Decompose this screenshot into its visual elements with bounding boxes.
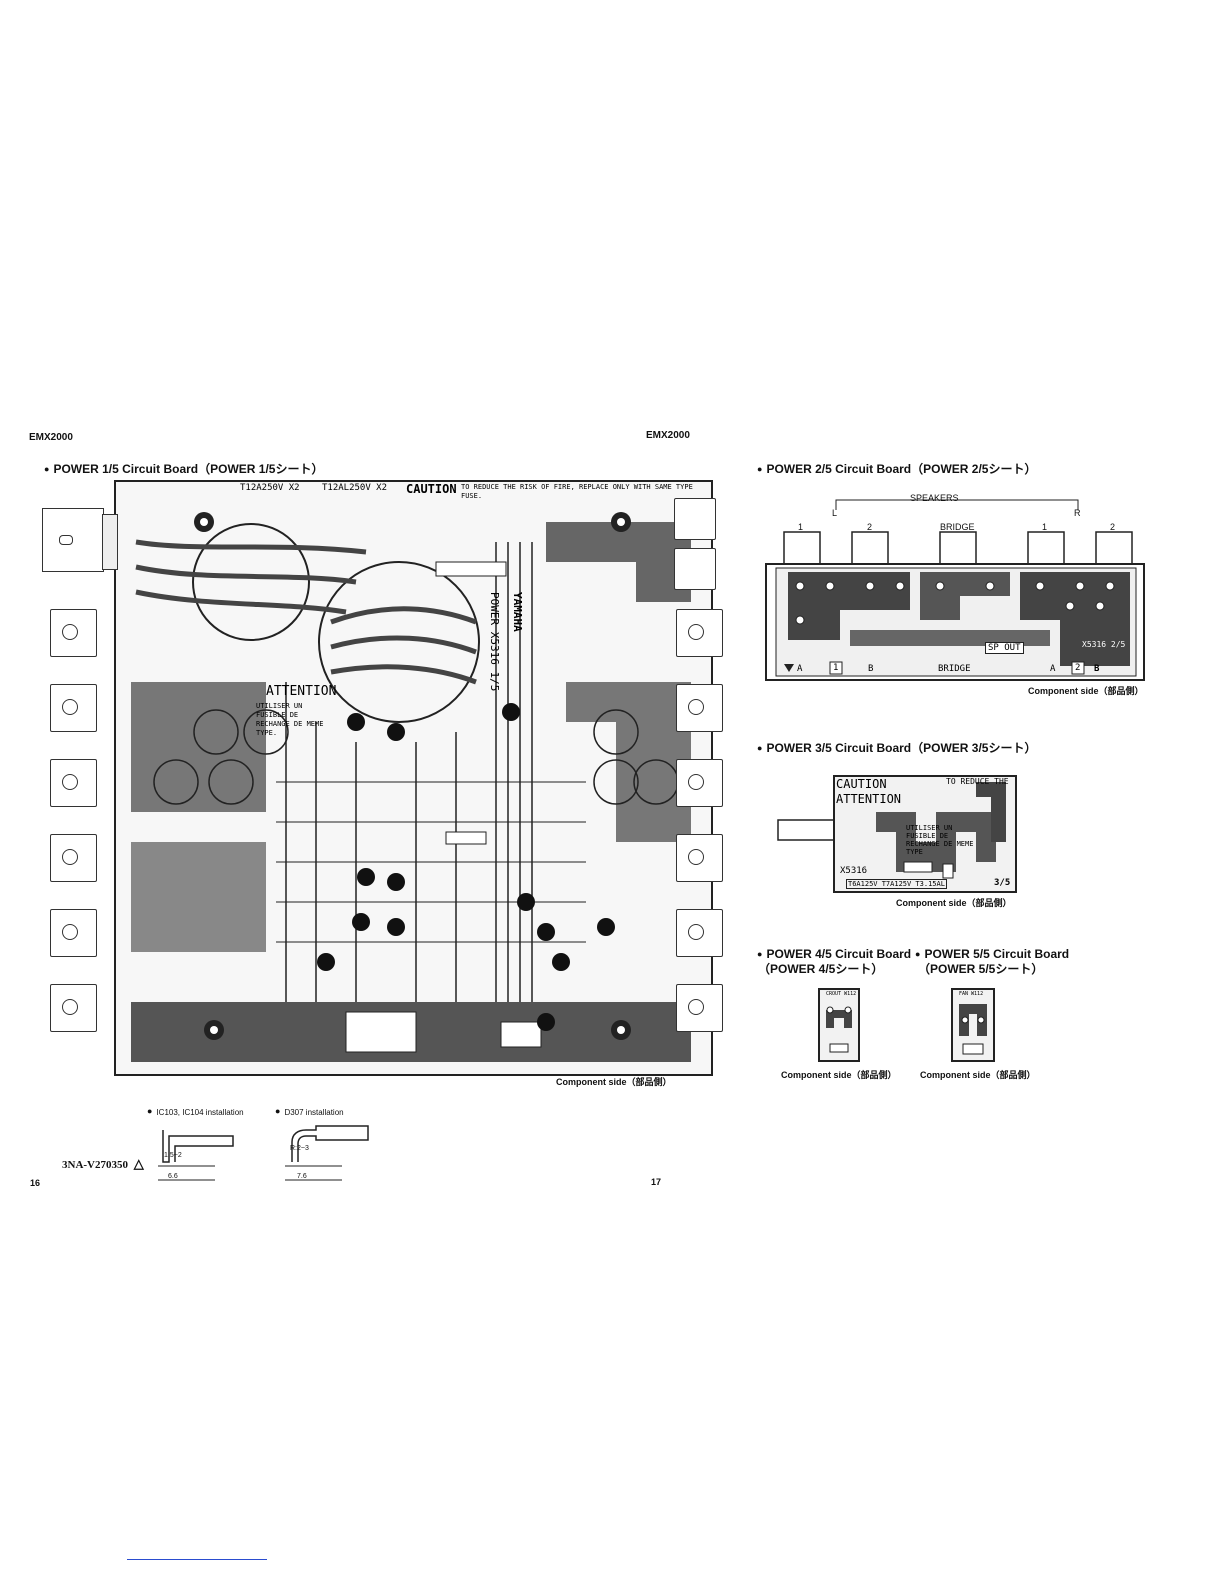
board1-transistor-left-4 bbox=[50, 834, 97, 882]
board1-fuse2-label: T12AL250V X2 bbox=[322, 483, 388, 493]
board2-right-label: R bbox=[1074, 508, 1081, 518]
board1-caption: Component side（部品側） bbox=[556, 1077, 672, 1087]
board2-art bbox=[765, 499, 1145, 681]
board2-jack-label-4: 2 bbox=[1110, 522, 1116, 532]
board4-art bbox=[818, 988, 860, 1062]
scan-underline bbox=[127, 1559, 267, 1560]
board1-transistor-right-0b bbox=[674, 548, 716, 590]
board2-bottom-bridge: BRIDGE bbox=[938, 664, 971, 674]
board1-transistor-right-5 bbox=[676, 909, 723, 957]
board2-jack-label-3: 1 bbox=[1042, 522, 1048, 532]
warning-triangle-icon: △ bbox=[133, 1156, 144, 1171]
board1-figure: T12A250V X2 T12AL250V X2 CAUTION TO REDU… bbox=[40, 478, 740, 1088]
board1-ac-terminal bbox=[102, 514, 118, 570]
board2-title: POWER 2/5 Circuit Board（POWER 2/5シート） bbox=[757, 460, 1036, 477]
board1-pcb: T12A250V X2 T12AL250V X2 CAUTION TO REDU… bbox=[114, 480, 713, 1076]
model-header-left: EMX2000 bbox=[29, 432, 73, 443]
board5-caption: Component side（部品側） bbox=[920, 1070, 1036, 1080]
d307-install-dim1: R:2~3 bbox=[290, 1145, 309, 1152]
d307-install-dim2: 7.6 bbox=[297, 1173, 307, 1180]
board1-transistor-left-1 bbox=[50, 609, 97, 657]
board3-part: 3/5 bbox=[994, 878, 1011, 888]
board5-label: FAN W112 bbox=[959, 991, 984, 997]
board3-figure: CAUTION ATTENTION TO REDUCE THE UTILISER… bbox=[776, 772, 1026, 896]
board4-title-line2: （POWER 4/5シート） bbox=[758, 962, 884, 976]
board5-title-line2: （POWER 5/5シート） bbox=[918, 962, 1044, 976]
board3-attention: ATTENTION bbox=[836, 792, 902, 806]
board2-jack-label-bridge: BRIDGE bbox=[940, 522, 975, 532]
ic-install-label: IC103, IC104 installation bbox=[147, 1106, 243, 1117]
d307-install-label: D307 installation bbox=[275, 1106, 343, 1117]
board1-pcb-art bbox=[131, 512, 691, 1062]
board2-bottom-1: 1 bbox=[833, 663, 839, 673]
board1-board-id: POWER X5316 1/5 bbox=[488, 592, 501, 692]
board1-transistor-left-3 bbox=[50, 759, 97, 807]
board2-speakers-label: SPEAKERS bbox=[910, 493, 959, 503]
board3-caution-text: TO REDUCE THE bbox=[946, 777, 1009, 786]
doc-code: 3NA-V270350 △ bbox=[62, 1156, 144, 1172]
board1-attention-text: UTILISER UN FUSIBLE DE RECHANGE DE MEME … bbox=[256, 702, 324, 737]
board3-fuse: T6A125V T7A125V T3.15AL bbox=[846, 879, 947, 889]
board4-caption: Component side（部品側） bbox=[781, 1070, 897, 1080]
board2-pcb-id: X5316 2/5 bbox=[1082, 640, 1126, 649]
doc-code-text: 3NA-V270350 bbox=[62, 1159, 128, 1171]
board1-transistor-right-2 bbox=[676, 684, 723, 732]
board2-caption: Component side（部品側） bbox=[1028, 686, 1144, 696]
model-header-right: EMX2000 bbox=[646, 430, 690, 441]
board2-bottom-a2: A bbox=[1050, 664, 1056, 674]
board3-caption: Component side（部品側） bbox=[896, 898, 1012, 908]
board5-title-line1: POWER 5/5 Circuit Board bbox=[915, 947, 1069, 961]
board3-caution: CAUTION bbox=[836, 777, 887, 791]
board1-transistor-right-1 bbox=[676, 609, 723, 657]
board1-transistor-right-4 bbox=[676, 834, 723, 882]
board1-title: POWER 1/5 Circuit Board（POWER 1/5シート） bbox=[44, 460, 323, 477]
board2-jack-label-1: 1 bbox=[798, 522, 804, 532]
board4-label: CROUT W112 bbox=[826, 991, 857, 997]
board2-sp-out: SP OUT bbox=[985, 642, 1024, 654]
ic-install-diagram bbox=[158, 1130, 234, 1181]
ic-install-dim1: 1.5~2 bbox=[164, 1152, 182, 1159]
board1-caution-text: TO REDUCE THE RISK OF FIRE, REPLACE ONLY… bbox=[461, 483, 693, 500]
board5-figure: FAN W112 bbox=[951, 988, 995, 1062]
board1-transistor-right-3 bbox=[676, 759, 723, 807]
board2-bottom-b1: B bbox=[868, 664, 874, 674]
page-number-right: 17 bbox=[651, 1177, 662, 1187]
board3-utiliser: UTILISER UN FUSIBLE DE RECHANGE DE MEME … bbox=[906, 824, 974, 856]
ic-install-dim2: 6.6 bbox=[168, 1173, 178, 1180]
board1-transistor-left-2 bbox=[50, 684, 97, 732]
board1-transistor-right-6 bbox=[676, 984, 723, 1032]
board4-title-line1: POWER 4/5 Circuit Board bbox=[757, 947, 911, 961]
board1-transistor-left-6 bbox=[50, 984, 97, 1032]
d307-install-diagram bbox=[285, 1125, 369, 1181]
board1-brand: YAMAHA bbox=[511, 592, 524, 632]
board1-fuse1-label: T12A250V X2 bbox=[240, 483, 300, 493]
board4-figure: CROUT W112 bbox=[818, 988, 860, 1062]
board2-figure: SPEAKERS L R 1 2 BRIDGE 1 2 A 1 B BRIDGE… bbox=[760, 490, 1150, 690]
board1-caution-label: CAUTION bbox=[406, 482, 457, 496]
board1-transistor-left-5 bbox=[50, 909, 97, 957]
board1-attention-label: ATTENTION bbox=[266, 684, 337, 699]
board2-bottom-2: 2 bbox=[1075, 663, 1081, 673]
board5-art bbox=[951, 988, 995, 1062]
board3-title: POWER 3/5 Circuit Board（POWER 3/5シート） bbox=[757, 739, 1036, 756]
board1-ac-connector bbox=[42, 508, 104, 572]
board2-bottom-b2: B bbox=[1094, 664, 1100, 674]
board3-id: X5316 bbox=[840, 866, 868, 876]
board2-bottom-a1: A bbox=[797, 664, 803, 674]
board1-transistor-right-0a bbox=[674, 498, 716, 540]
board2-left-label: L bbox=[832, 508, 838, 518]
board2-jack-label-2: 2 bbox=[867, 522, 873, 532]
page-number-left: 16 bbox=[30, 1178, 41, 1188]
board3-art bbox=[777, 775, 1017, 893]
